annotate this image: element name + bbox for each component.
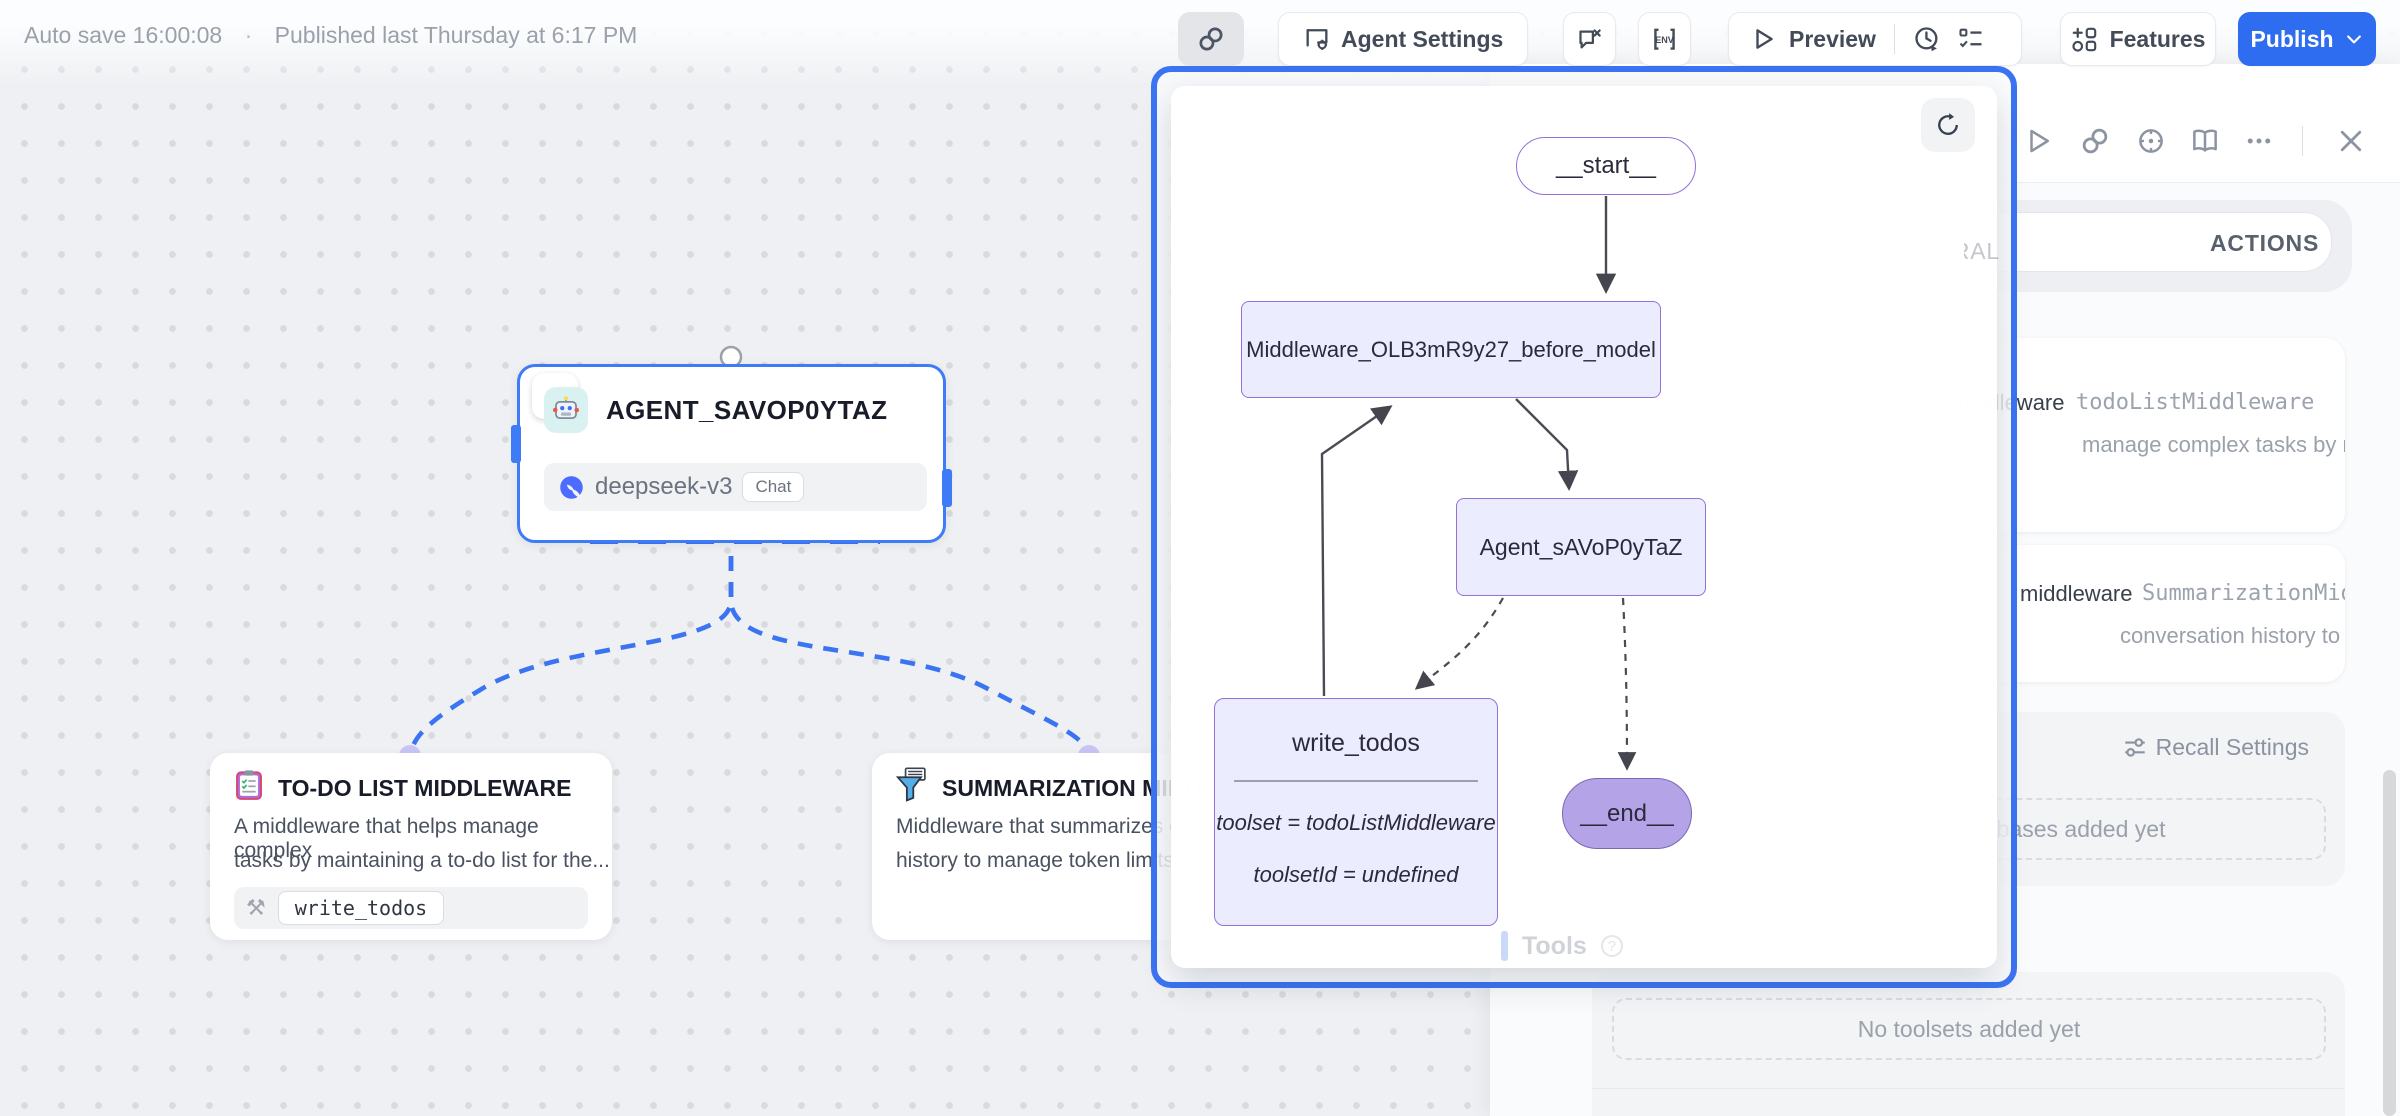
publish-button[interactable]: Publish (2238, 12, 2376, 66)
todo-card-title: TO-DO LIST MIDDLEWARE (278, 775, 572, 801)
autosave-text: Auto save 16:00:08 (24, 22, 223, 48)
middleware-value: SummarizationMiddleware (2142, 581, 2345, 606)
preview-label[interactable]: Preview (1789, 25, 1876, 52)
write-todos-divider (1234, 780, 1478, 782)
recall-settings-button[interactable]: Recall Settings (2122, 734, 2309, 761)
graph-node-end: __end__ (1562, 778, 1692, 849)
help-icon: ? (1600, 935, 1623, 957)
todo-card-description-1: A middleware that helps manage complex (234, 815, 539, 862)
prompt-editor-button[interactable] (1563, 12, 1616, 66)
middleware-description: conversation history to manage (2120, 623, 2345, 648)
toolsets-empty-box: No toolsets added yet (1612, 998, 2326, 1060)
sidebar-scrollbar[interactable] (2383, 770, 2396, 1116)
tools-accent-bar (1501, 931, 1508, 961)
preview-group: Preview (1728, 12, 2022, 66)
published-text: Published last Thursday at 6:17 PM (274, 22, 638, 48)
graph-node-agent: Agent_sAVoP0yTaZ (1456, 498, 1706, 596)
tool-icon: ⚒ (246, 895, 266, 920)
tab-actions[interactable]: ACTIONS (2210, 230, 2320, 256)
graph-preview-modal: __start__ Middleware_OLB3mR9y27_before_m… (1151, 66, 2017, 988)
middleware-description: manage complex tasks by maintaining (2082, 432, 2345, 457)
agent-settings-label: Agent Settings (1341, 25, 1504, 52)
refresh-icon (1938, 113, 1958, 135)
graph-edges (1320, 196, 1637, 771)
status-separator: · (244, 22, 253, 48)
mixer-icon (2124, 737, 2145, 757)
agent-settings-button[interactable]: Agent Settings (1278, 12, 1529, 66)
book-icon[interactable] (2190, 126, 2220, 156)
play-icon[interactable] (2024, 126, 2054, 156)
summarization-card-description-2: history to manage token limits... (896, 849, 1192, 872)
graph-node-middleware: Middleware_OLB3mR9y27_before_model (1241, 301, 1661, 398)
tools-heading-faint: Tools ? (1501, 931, 1623, 961)
agent-model-badge: Chat (742, 472, 805, 502)
toolsets-empty-text: No toolsets added yet (1857, 1015, 2081, 1042)
prompt-x-icon (1579, 28, 1601, 48)
close-icon[interactable] (2336, 126, 2366, 156)
left-handle[interactable] (511, 425, 521, 463)
tab-general-faint: GENERAL (1964, 238, 2000, 264)
agent-model-name: deepseek-v3 (595, 473, 733, 500)
agent-node[interactable]: AGENT_SAVOP0YTAZ deepseek-v3 Chat (511, 364, 952, 543)
copy-link-button[interactable] (1178, 12, 1244, 66)
agent-settings-icon (1306, 29, 1328, 50)
middleware-label: middleware (2020, 581, 2133, 606)
features-button[interactable]: Features (2060, 12, 2216, 66)
todo-tool-chip[interactable]: write_todos (277, 891, 445, 925)
chevron-down-icon (2346, 35, 2361, 44)
agent-model-pill[interactable]: deepseek-v3 Chat (544, 463, 927, 511)
publish-label: Publish (2250, 25, 2334, 52)
agent-node-title: AGENT_SAVOP0YTAZ (606, 395, 888, 425)
todo-card-description-2: tasks by maintaining a to-do list for th… (234, 849, 610, 872)
robot-avatar (544, 387, 588, 433)
deepseek-logo-icon (560, 475, 583, 499)
graph-node-write-todos: write_todos toolset = todoListMiddleware… (1214, 698, 1498, 926)
graph-node-start: __start__ (1516, 137, 1696, 195)
write-todos-attr2: toolsetId = undefined (1253, 861, 1459, 887)
features-grid-icon (2071, 27, 2096, 52)
autosave-status: Auto save 16:00:08 · Published last Thur… (24, 22, 637, 49)
history-icon[interactable] (1913, 25, 1941, 53)
link-icon (1199, 27, 1223, 51)
features-label: Features (2109, 25, 2206, 52)
todo-middleware-card[interactable]: TO-DO LIST MIDDLEWARE A middleware that … (210, 753, 612, 940)
checklist-icon[interactable] (1957, 25, 1985, 53)
svg-text:ENV: ENV (1655, 35, 1674, 45)
funnel-icon (895, 767, 926, 802)
robot-icon (553, 396, 579, 419)
clipboard-icon (236, 770, 262, 800)
tools-heading: Tools (1522, 931, 1587, 960)
play-icon[interactable] (1751, 26, 1777, 52)
ellipsis-icon[interactable] (2244, 126, 2274, 156)
target-icon[interactable] (2136, 126, 2166, 156)
middleware-value: todoListMiddleware (2076, 390, 2315, 415)
write-todos-title: write_todos (1292, 729, 1420, 757)
refresh-button[interactable] (1921, 98, 1975, 152)
env-icon: ENV (1654, 28, 1675, 50)
todo-tools-pill[interactable]: ⚒ write_todos (234, 887, 588, 929)
toolsets-section-card: No toolsets added yet (1592, 972, 2345, 1116)
recall-settings-label: Recall Settings (2155, 734, 2309, 760)
env-variables-button[interactable]: ENV (1638, 12, 1691, 66)
link-icon[interactable] (2080, 126, 2110, 156)
graph-preview-card: __start__ Middleware_OLB3mR9y27_before_m… (1171, 86, 2000, 968)
right-handle[interactable] (942, 469, 952, 507)
section-divider (1592, 1088, 2345, 1089)
write-todos-attr1: toolset = todoListMiddleware (1216, 809, 1496, 835)
